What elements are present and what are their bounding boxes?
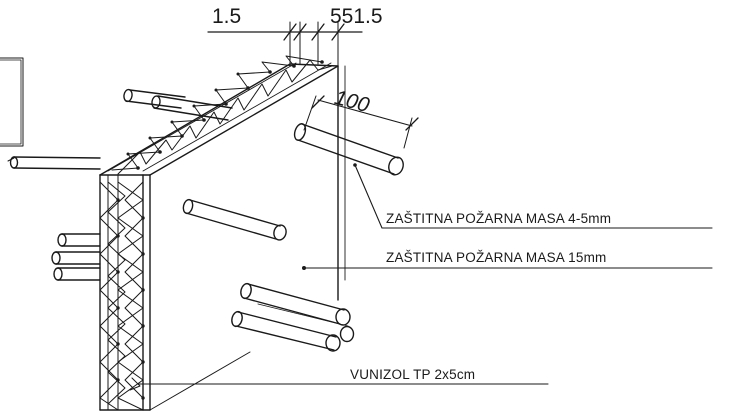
callout-board: VUNIZOL TP 2x5cm — [350, 367, 476, 382]
pipe-left-outside — [7, 156, 101, 170]
frame-fragment — [0, 57, 24, 147]
dimension-label-right: 551.5 — [330, 5, 383, 28]
pipe-stack-left — [51, 233, 101, 281]
callout-mass-thick: ZAŠTITNA POŽARNA MASA 15mm — [386, 250, 607, 265]
side-truss-zigzag — [99, 181, 119, 411]
pipe-right-upper — [293, 123, 404, 176]
leader-mass-thin — [354, 164, 713, 229]
pipe-upper-back-right — [151, 95, 233, 121]
pipe-mid-face — [182, 198, 287, 241]
pipe-bundle — [231, 282, 355, 352]
pipe-upper-back-left — [123, 88, 186, 109]
callout-mass-thin: ZAŠTITNA POŽARNA MASA 4-5mm — [386, 211, 612, 226]
slab-top-face — [99, 63, 291, 176]
dim-line-depth — [317, 99, 413, 127]
dimension-label-left: 1.5 — [212, 5, 242, 28]
